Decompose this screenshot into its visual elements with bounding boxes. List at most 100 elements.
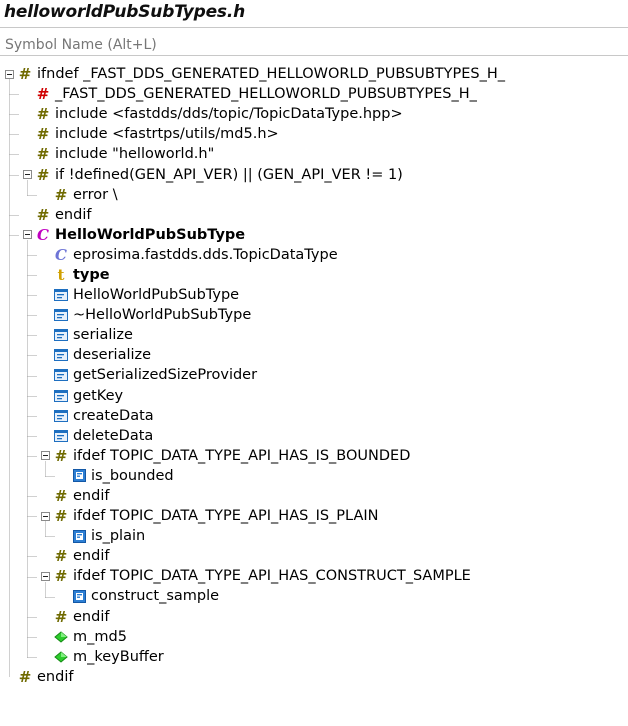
tree-row-label: deleteData — [73, 427, 154, 444]
tree-row[interactable]: # ifdef TOPIC_DATA_TYPE_API_HAS_CONSTRUCT… — [0, 566, 628, 586]
tree-row-label: endif — [73, 548, 110, 565]
tree-row[interactable]: # ifdef TOPIC_DATA_TYPE_API_HAS_IS_BOUNDE… — [0, 446, 628, 466]
macro-icon: # — [54, 185, 68, 204]
collapse-toggle[interactable] — [41, 571, 50, 581]
tree-row-label: endif — [73, 488, 110, 505]
tree-row-label: include "helloworld.h" — [55, 146, 215, 163]
member-icon — [54, 650, 68, 664]
tree-row[interactable]: ~HelloWorldPubSubType — [0, 305, 628, 325]
method-icon — [54, 288, 68, 302]
inline-method-icon — [72, 469, 86, 483]
tree-row[interactable]: deserialize — [0, 345, 628, 365]
symbol-search-input[interactable] — [5, 37, 605, 53]
tree-row-label: ifdef TOPIC_DATA_TYPE_API_HAS_IS_BOUNDED — [73, 447, 411, 464]
tree-row[interactable]: C HelloWorldPubSubType — [0, 225, 628, 245]
tree-row[interactable]: getSerializedSizeProvider — [0, 365, 628, 385]
tree-row[interactable]: construct_sample — [0, 586, 628, 606]
macro-icon: # — [54, 487, 68, 506]
tree-row[interactable]: # include <fastdds/dds/topic/TopicDataTyp… — [0, 104, 628, 124]
method-icon — [54, 328, 68, 342]
method-icon — [54, 429, 68, 443]
tree-row-label: m_md5 — [73, 628, 127, 645]
tree-row[interactable]: # ifndef _FAST_DDS_GENERATED_HELLOWORLD_P… — [0, 64, 628, 84]
tree-row[interactable]: # endif — [0, 546, 628, 566]
search-box[interactable] — [0, 27, 628, 56]
tree-row-label: endif — [73, 608, 110, 625]
tree-row[interactable]: # endif — [0, 607, 628, 627]
macro-icon: # — [54, 446, 68, 465]
tree-row-label: include <fastdds/dds/topic/TopicDataType… — [55, 106, 403, 123]
tree-row[interactable]: is_plain — [0, 526, 628, 546]
tree-row-label: ifndef _FAST_DDS_GENERATED_HELLOWORLD_PU… — [37, 66, 506, 83]
tree-row[interactable]: #endif — [0, 667, 628, 687]
tree-row-label: getKey — [73, 387, 124, 404]
macro-icon: # — [36, 165, 50, 184]
method-icon — [54, 389, 68, 403]
tree-row-label: _FAST_DDS_GENERATED_HELLOWORLD_PUBSUBTYP… — [55, 86, 477, 103]
tree-row-label: ifdef TOPIC_DATA_TYPE_API_HAS_IS_PLAIN — [73, 508, 379, 525]
tree-row-label: endif — [37, 668, 74, 685]
tree-row-label: HelloWorldPubSubType — [73, 287, 240, 304]
macro-icon: # — [54, 507, 68, 526]
inline-method-icon — [72, 529, 86, 543]
tree-row[interactable]: m_md5 — [0, 627, 628, 647]
tree-row-label: ifdef TOPIC_DATA_TYPE_API_HAS_CONSTRUCT_… — [73, 568, 471, 585]
collapse-toggle[interactable] — [41, 511, 50, 521]
tree-row-label: eprosima.fastdds.dds.TopicDataType — [73, 246, 338, 263]
method-icon — [54, 409, 68, 423]
tree-row-label: is_plain — [91, 528, 146, 545]
tree-row-label: serialize — [73, 327, 133, 344]
member-icon — [54, 630, 68, 644]
tree-row[interactable]: deleteData — [0, 426, 628, 446]
tree-row-label: is_bounded — [91, 467, 174, 484]
tree-row[interactable]: # endif — [0, 486, 628, 506]
macro-icon: # — [18, 65, 32, 84]
macro-icon: # — [36, 205, 50, 224]
collapse-toggle[interactable] — [5, 69, 14, 79]
tree-row-label: ~HelloWorldPubSubType — [73, 307, 252, 324]
tree-row[interactable]: # include "helloworld.h" — [0, 144, 628, 164]
macro-icon: # — [36, 125, 50, 144]
tree-row[interactable]: #include <fastrtps/utils/md5.h> — [0, 124, 628, 144]
tree-row[interactable]: # error \ — [0, 185, 628, 205]
base-class-icon: C — [55, 245, 67, 264]
macro-icon: # — [36, 145, 50, 164]
symbol-tree[interactable]: # ifndef _FAST_DDS_GENERATED_HELLOWORLD_P… — [0, 56, 628, 724]
tree-row[interactable]: getKey — [0, 386, 628, 406]
tree-row[interactable]: HelloWorldPubSubType — [0, 285, 628, 305]
tree-row[interactable]: # _FAST_DDS_GENERATED_HELLOWORLD_PUBSUBTY… — [0, 84, 628, 104]
tree-row[interactable]: createData — [0, 406, 628, 426]
method-icon — [54, 368, 68, 382]
macro-icon: # — [54, 547, 68, 566]
collapse-toggle[interactable] — [23, 230, 32, 240]
define-icon: # — [36, 85, 50, 104]
class-icon: C — [37, 225, 49, 244]
tree-row[interactable]: m_keyBuffer — [0, 647, 628, 667]
method-icon — [54, 308, 68, 322]
tree-row-label: getSerializedSizeProvider — [73, 367, 258, 384]
tree-row[interactable]: is_bounded — [0, 466, 628, 486]
window-title: helloworldPubSubTypes.h — [0, 0, 628, 27]
tree-row-label: HelloWorldPubSubType — [55, 226, 246, 243]
tree-row-label: if !defined(GEN_API_VER) || (GEN_API_VER… — [55, 166, 403, 183]
method-icon — [54, 348, 68, 362]
macro-icon: # — [54, 567, 68, 586]
tree-row-label: error \ — [73, 186, 118, 203]
collapse-toggle[interactable] — [23, 170, 32, 180]
macro-icon: # — [36, 105, 50, 124]
tree-row-label: endif — [55, 206, 92, 223]
tree-row-label: deserialize — [73, 347, 152, 364]
tree-row-label: m_keyBuffer — [73, 648, 164, 665]
tree-row[interactable]: serialize — [0, 325, 628, 345]
inline-method-icon — [72, 589, 86, 603]
tree-row[interactable]: # endif — [0, 205, 628, 225]
tree-row-label: createData — [73, 407, 154, 424]
tree-row-label: type — [73, 266, 110, 283]
tree-row[interactable]: # ifdef TOPIC_DATA_TYPE_API_HAS_IS_PLAIN — [0, 506, 628, 526]
collapse-toggle[interactable] — [41, 451, 50, 461]
macro-icon: # — [54, 607, 68, 626]
tree-row[interactable]: # if !defined(GEN_API_VER) || (GEN_API_VE… — [0, 164, 628, 184]
tree-row-label: construct_sample — [91, 588, 220, 605]
